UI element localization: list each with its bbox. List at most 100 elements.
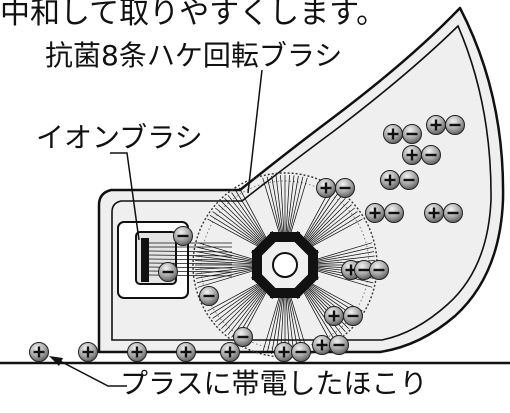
negative-charge-icon (399, 170, 419, 190)
negative-charge-icon (335, 178, 355, 198)
positive-charge-icon (176, 342, 196, 362)
bristle-line (307, 214, 361, 249)
bristle-line (303, 195, 343, 245)
bristle-line (301, 287, 336, 341)
bristle-line (287, 175, 299, 238)
positive-charge-icon (127, 342, 147, 362)
label-rotating-brush: 抗菌8条ハケ回転ブラシ (45, 39, 343, 72)
negative-charge-icon (445, 115, 465, 135)
bristle-line (221, 284, 266, 329)
bristle-line (195, 251, 258, 263)
bristle-line (197, 269, 258, 288)
bristle-line (195, 267, 258, 279)
bristle-line (286, 175, 295, 238)
bristle-line (305, 207, 355, 247)
bristle-line (312, 269, 373, 288)
bristle-line (262, 292, 281, 353)
bristle-line (196, 246, 258, 262)
bristle-line (195, 266, 258, 275)
bristle-line (280, 175, 285, 238)
bristle-line (301, 189, 336, 243)
leader-lines (49, 69, 263, 387)
bristle-line (207, 218, 263, 249)
positive-charge-icon (29, 342, 49, 362)
caption-top-text: 中和して取りやすくします。 (0, 0, 387, 31)
cleaner-body (97, 6, 505, 354)
negative-charge-icon (384, 203, 404, 223)
bristle-line (238, 187, 269, 243)
bristle-line (224, 285, 267, 332)
bristle-line (227, 195, 267, 245)
positive-charge-icon (383, 124, 403, 144)
bristle-line (215, 283, 265, 323)
bristle-line (304, 201, 349, 246)
bristle-line (271, 292, 283, 355)
bristle-line (305, 204, 352, 247)
bristle-line (215, 207, 265, 247)
brush-leader-line (247, 69, 263, 194)
brush-hub (272, 252, 298, 278)
positive-charge-icon (220, 342, 240, 362)
bristle-line (266, 176, 282, 238)
bristle-line (312, 251, 375, 263)
negative-charge-icon (343, 306, 363, 326)
brush-core-segments (251, 231, 319, 299)
bristle-line (218, 204, 265, 247)
bristle-line (227, 285, 267, 335)
negative-charge-icon (329, 335, 349, 355)
bristle-line (303, 285, 343, 335)
bristle-line (312, 246, 374, 262)
positive-charge-icon (402, 145, 422, 165)
positive-charge-icon (426, 115, 446, 135)
bristle-line (209, 281, 263, 316)
positive-charge-icon (312, 335, 332, 355)
negative-charge-icon (443, 203, 463, 223)
bristle-line (212, 211, 264, 248)
bristle-line (301, 287, 332, 343)
bristle-line (218, 283, 265, 326)
bristle-line (312, 242, 373, 261)
brush-core-segment (308, 250, 318, 280)
bristle-line (289, 292, 308, 353)
positive-charge-icon (316, 178, 336, 198)
positive-charge-icon (380, 170, 400, 190)
ion-brush-bar (141, 238, 149, 282)
dust-leader-arrow (49, 356, 63, 366)
ion-brush-leader-line (110, 152, 140, 241)
bristle-line (224, 198, 267, 245)
bristle-line (266, 292, 282, 354)
bristle-line (275, 175, 284, 238)
label-charged-dust: プラスに帯電したほこり (120, 367, 428, 400)
bristle-line (289, 177, 308, 238)
cleaner-body-inner-outline (111, 24, 492, 341)
bristle-line (209, 214, 263, 249)
bristle-line (221, 201, 266, 246)
positive-charge-icon (274, 342, 294, 362)
bristle-line (306, 211, 358, 248)
bristle-line (212, 282, 264, 319)
bristle-line (312, 255, 375, 264)
positive-charge-icon (365, 203, 385, 223)
negative-charge-icon (158, 262, 178, 282)
negative-charge-icon (199, 286, 219, 306)
positive-charge-icon (78, 342, 98, 362)
bristle-line (207, 281, 263, 312)
bristle-line (285, 175, 290, 238)
negative-charge-icon (291, 342, 311, 362)
bristle-line (302, 192, 339, 244)
dust-leader-line (57, 359, 127, 387)
positive-charge-icon (424, 203, 444, 223)
brush-core-segment (290, 231, 319, 260)
negative-charge-icon (233, 327, 253, 347)
bristle-line (195, 260, 258, 265)
bristle-line (307, 218, 363, 249)
bristle-line (302, 286, 339, 338)
negative-charge-icon (402, 124, 422, 144)
bristle-line (262, 177, 281, 238)
bristle-line (303, 198, 346, 245)
bristle-line (271, 175, 283, 238)
bristle-line (307, 281, 363, 312)
negative-charge-icon (173, 226, 193, 246)
bristle-line (234, 189, 269, 243)
